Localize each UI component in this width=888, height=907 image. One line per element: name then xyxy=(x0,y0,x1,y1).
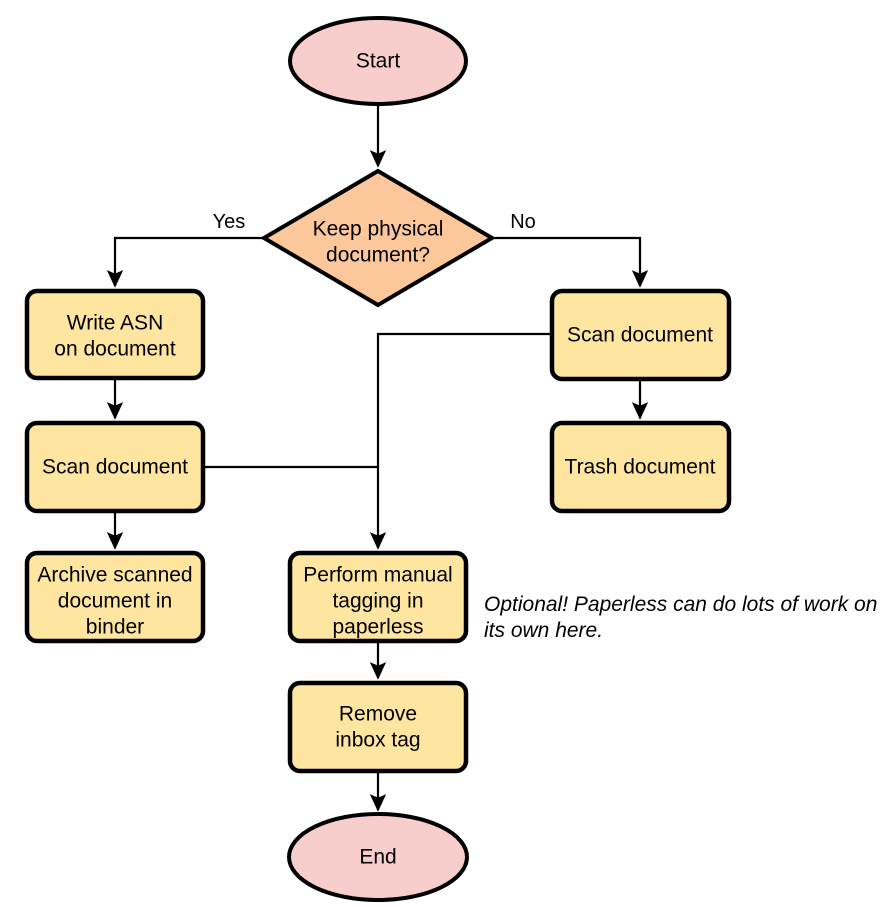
archive-label-line1: Archive scanned xyxy=(37,564,192,587)
node-archive-scanned-document[interactable]: Archive scanned document in binder xyxy=(24,550,206,644)
trash-document-box xyxy=(549,420,732,514)
edge-label-no: No xyxy=(510,211,536,233)
node-trash-document[interactable]: Trash document xyxy=(549,420,732,514)
node-scan-document-left[interactable]: Scan document xyxy=(24,420,206,514)
start-ellipse xyxy=(288,16,468,106)
decision-label-line1: Keep physical xyxy=(313,218,444,241)
decision-label-line2: document? xyxy=(326,244,430,267)
annotation-line1: Optional! Paperless can do lots of work … xyxy=(484,593,877,616)
tagging-label-line2: tagging in xyxy=(332,590,423,613)
archive-label-line3: binder xyxy=(86,616,144,639)
decision-diamond xyxy=(260,168,496,308)
edge-labels-layer: Yes No xyxy=(213,211,536,233)
tagging-label-line1: Perform manual xyxy=(303,564,452,587)
annotation-line2: its own here. xyxy=(484,619,603,642)
trash-document-label: Trash document xyxy=(565,456,716,479)
scan-document-left-box xyxy=(24,420,206,514)
edge-label-yes: Yes xyxy=(213,211,246,233)
node-decision-keep-physical-document[interactable]: Keep physical document? xyxy=(260,168,496,308)
node-start[interactable]: Start xyxy=(288,16,468,106)
node-perform-manual-tagging[interactable]: Perform manual tagging in paperless xyxy=(287,550,469,644)
tagging-label-line3: paperless xyxy=(332,616,423,639)
write-asn-label-line2: on document xyxy=(54,338,176,361)
edge-scan-right-to-tagging xyxy=(369,332,552,550)
tagging-box xyxy=(287,550,469,644)
edge-decision-no-to-scan-right xyxy=(492,236,649,288)
archive-label-line2: document in xyxy=(58,590,172,613)
write-asn-label-line1: Write ASN xyxy=(67,312,163,335)
scan-document-left-label: Scan document xyxy=(42,456,188,479)
remove-inbox-tag-label-line1: Remove xyxy=(339,703,417,726)
remove-inbox-tag-box xyxy=(287,680,469,774)
edge-decision-yes-to-write-asn xyxy=(106,236,264,288)
edges-layer xyxy=(106,105,649,812)
remove-inbox-tag-label-line2: inbox tag xyxy=(335,729,420,752)
start-label: Start xyxy=(356,50,401,73)
annotation-optional-note: Optional! Paperless can do lots of work … xyxy=(484,593,877,642)
end-ellipse xyxy=(287,812,469,902)
scan-document-right-label: Scan document xyxy=(567,324,713,347)
node-end[interactable]: End xyxy=(287,812,469,902)
archive-box xyxy=(24,550,206,644)
write-asn-box xyxy=(24,288,206,381)
end-label: End xyxy=(359,846,396,869)
node-scan-document-right[interactable]: Scan document xyxy=(549,288,732,382)
scan-document-right-box xyxy=(549,288,732,382)
node-remove-inbox-tag[interactable]: Remove inbox tag xyxy=(287,680,469,774)
node-write-asn[interactable]: Write ASN on document xyxy=(24,288,206,381)
